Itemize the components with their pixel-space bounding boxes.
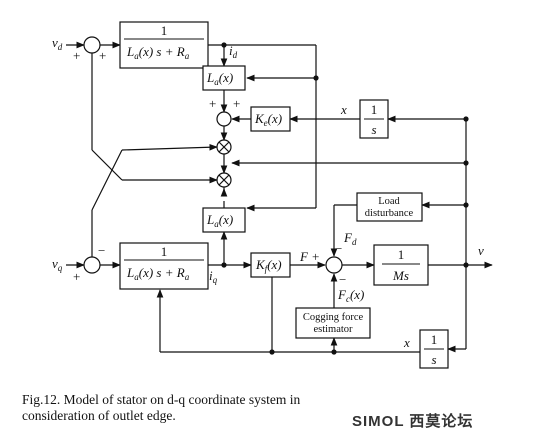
input-vd-label: vd — [52, 35, 63, 52]
ke-block — [250, 106, 291, 132]
sign-top-plus2: + — [233, 96, 240, 111]
block-diagram: vd vq 1 La(x) s + Ra 1 La(x) s + Ra La(x… — [52, 21, 493, 369]
sign-Fd-minus: − — [335, 241, 342, 256]
signal-x-top: x — [340, 102, 347, 117]
int-x-den: s — [371, 122, 376, 137]
transfer-block-d — [119, 21, 209, 69]
la-bottom-label: La(x) — [206, 212, 233, 229]
load-line2: disturbance — [365, 208, 414, 219]
junction-dots — [221, 42, 469, 355]
tf-d-denominator: La(x) s + Ra — [126, 44, 190, 61]
la-top-label: La(x) — [206, 70, 233, 87]
signal-Fc: Fc(x) — [337, 287, 364, 304]
signal-v: v — [478, 243, 484, 258]
sign-vq-plus: + — [73, 269, 80, 284]
signal-id: id — [229, 43, 238, 60]
sign-top-plus: + — [209, 96, 216, 111]
sum-vq — [83, 256, 101, 274]
sum-force — [325, 256, 343, 274]
load-line1: Load — [378, 196, 400, 207]
int-bottom-num: 1 — [431, 332, 438, 347]
tf-d-numerator: 1 — [161, 23, 168, 38]
mass-num: 1 — [398, 247, 405, 262]
signal-F: F — [299, 249, 309, 264]
int-x-num: 1 — [371, 102, 378, 117]
summing-junctions — [83, 36, 343, 274]
ke-label: Ke(x) — [254, 111, 282, 128]
sum-top — [216, 111, 232, 127]
signal-x-bottom: x — [403, 335, 410, 350]
int-bottom-den: s — [431, 352, 436, 367]
sign-vd-plus: + — [73, 48, 80, 63]
tf-q-numerator: 1 — [161, 244, 168, 259]
tf-q-denominator: La(x) s + Ra — [126, 265, 190, 282]
la-block-top — [202, 65, 246, 91]
cogging-estimator-block — [295, 307, 371, 339]
mass-block — [373, 244, 429, 286]
kf-block — [250, 252, 291, 278]
sign-vd-plus2: + — [99, 48, 106, 63]
load-disturbance-block — [356, 192, 423, 222]
signal-wires — [66, 41, 493, 353]
la-block-bottom — [202, 207, 246, 233]
mass-den: Ms — [392, 268, 409, 283]
input-vq-label: vq — [52, 256, 63, 273]
cogging-line1: Cogging force — [303, 312, 364, 323]
sign-vq-minus: − — [98, 243, 105, 258]
multiplier-nodes — [216, 139, 232, 188]
watermark-logo: SIMOL 西莫论坛 — [352, 413, 474, 430]
cogging-line2: estimator — [313, 324, 353, 335]
signal-iq: iq — [209, 268, 218, 285]
sign-Fc-minus: − — [339, 272, 346, 287]
signal-Fd: Fd — [343, 230, 357, 247]
kf-label: Kf(x) — [255, 257, 282, 274]
sign-F-plus: + — [312, 249, 319, 264]
transfer-block-q — [119, 242, 209, 290]
figure-caption: Fig.12. Model of stator on d-q coordinat… — [22, 392, 301, 423]
sum-vd — [83, 36, 101, 54]
